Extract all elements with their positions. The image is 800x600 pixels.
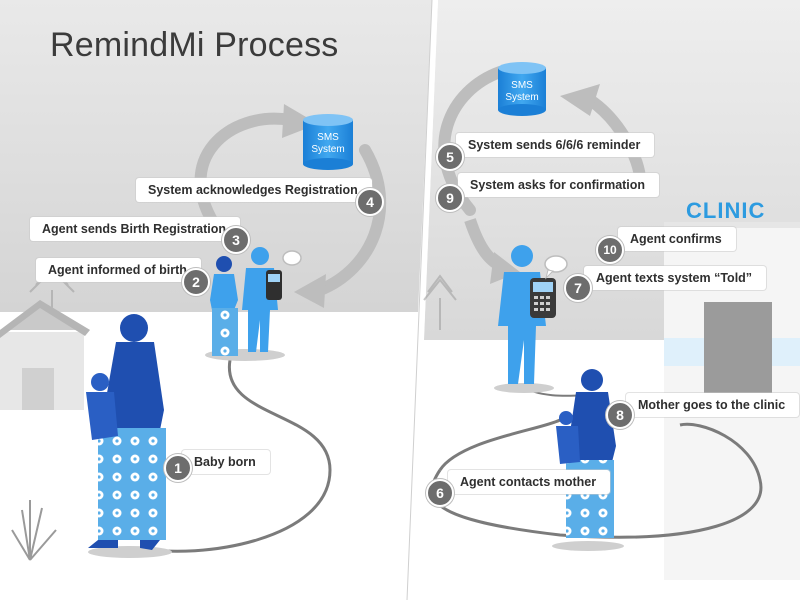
hut-icon: [0, 300, 90, 410]
step-badge-2: 2: [182, 268, 210, 296]
step-callout-9: System asks for confirmation: [458, 173, 660, 197]
step-badge-5: 5: [436, 143, 464, 171]
step-callout-2: Agent informed of birth: [36, 258, 201, 282]
step-badge-4: 4: [356, 188, 384, 216]
step-badge-3: 3: [222, 226, 250, 254]
sms-system-label: SMS System: [311, 132, 345, 155]
woman-figure: [210, 256, 238, 356]
step-callout-4: System acknowledges Registration: [136, 178, 372, 202]
mother-with-baby-figure: [86, 314, 172, 558]
grass-icon: [11, 500, 57, 561]
step-badge-7: 7: [564, 274, 592, 302]
journey-path-right: [430, 422, 763, 539]
step-badge-6: 6: [426, 479, 454, 507]
step-badge-9: 9: [436, 184, 464, 212]
journey-path-left: [139, 359, 332, 553]
tree-icon: [423, 274, 457, 330]
step-callout-10: Agent confirms: [618, 227, 736, 251]
step-callout-3: Agent sends Birth Registration: [30, 217, 241, 241]
step-badge-8: 8: [606, 401, 634, 429]
cycle-arrow-icon: [194, 104, 387, 308]
page-title: RemindMi Process: [50, 26, 339, 64]
clinic-sign: CLINIC: [686, 198, 766, 223]
panel-divider: [407, 0, 438, 600]
speech-bubble-icon: [544, 255, 568, 280]
sms-system-cylinder-icon: [498, 62, 546, 116]
mobile-phone-icon: [266, 270, 282, 300]
step-callout-1: Baby born: [182, 450, 270, 474]
mobile-phone-icon: [530, 278, 556, 318]
step-badge-10: 10: [596, 236, 624, 264]
speech-bubble-icon: [282, 250, 302, 266]
step-badge-1: 1: [164, 454, 192, 482]
step-callout-6: Agent contacts mother: [448, 470, 611, 494]
step-callout-5: System sends 6/6/6 reminder: [456, 133, 655, 157]
sms-system-label: SMS System: [505, 80, 539, 103]
step-callout-8: Mother goes to the clinic: [626, 393, 800, 417]
step-callout-7: Agent texts system “Told”: [584, 266, 767, 290]
sms-system-cylinder-icon: [303, 114, 353, 170]
